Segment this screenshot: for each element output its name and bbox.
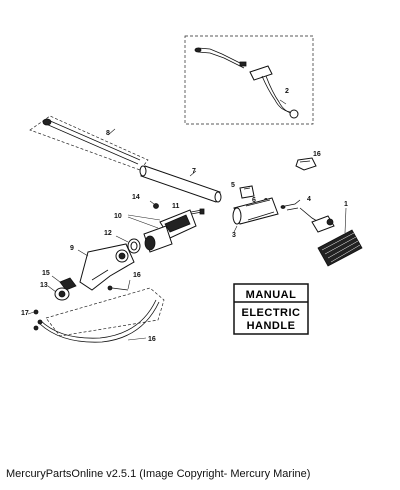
callout-16-bottom: 16 bbox=[148, 336, 156, 343]
part-16-nut bbox=[295, 157, 317, 171]
legend-electric: ELECTRIC bbox=[242, 307, 301, 319]
callout-3: 3 bbox=[232, 232, 236, 239]
callout-5: 5 bbox=[231, 182, 235, 189]
part-13-washer bbox=[47, 285, 70, 301]
wiring-harness-inset bbox=[184, 35, 314, 125]
callout-11: 11 bbox=[172, 203, 180, 210]
callout-9-lower: 9 bbox=[70, 245, 74, 252]
part-10-bracket bbox=[127, 209, 197, 239]
callout-16-top: 16 bbox=[313, 151, 321, 158]
callout-4: 4 bbox=[307, 196, 311, 203]
callout-17: 17 bbox=[21, 310, 29, 317]
callout-10: 10 bbox=[114, 213, 122, 220]
part-3-throttle-body bbox=[232, 197, 279, 233]
part-5-collar bbox=[239, 185, 255, 199]
callout-6: 6 bbox=[252, 197, 256, 204]
callout-15: 15 bbox=[42, 270, 50, 277]
part-18-pin bbox=[107, 279, 131, 291]
legend-box: MANUAL ELECTRIC HANDLE bbox=[233, 283, 309, 335]
legend-handle: HANDLE bbox=[247, 320, 296, 332]
callout-1: 1 bbox=[344, 201, 348, 208]
part-4-wires bbox=[280, 199, 323, 225]
part-8-shaft bbox=[29, 115, 149, 171]
part-1-grip bbox=[317, 207, 363, 267]
part-14-screw bbox=[149, 200, 159, 209]
part-12-washer bbox=[115, 235, 141, 254]
callout-7: 7 bbox=[192, 168, 196, 175]
part-16-cable bbox=[33, 287, 165, 343]
image-caption: MercuryPartsOnline v2.5.1 (Image Copyrig… bbox=[6, 468, 311, 480]
part-9-tiller-arm bbox=[77, 243, 135, 291]
switch-connector bbox=[311, 215, 335, 233]
callout-16-mid: 16 bbox=[133, 272, 141, 279]
callout-2: 2 bbox=[285, 88, 289, 95]
callout-13: 13 bbox=[40, 282, 48, 289]
pivot-collar bbox=[143, 225, 173, 253]
legend-manual: MANUAL bbox=[246, 289, 297, 301]
part-15-nut bbox=[51, 275, 77, 291]
part-7-tube bbox=[139, 165, 222, 203]
callout-12: 12 bbox=[104, 230, 112, 237]
callout-14: 14 bbox=[132, 194, 140, 201]
callout-8: 8 bbox=[106, 130, 110, 137]
